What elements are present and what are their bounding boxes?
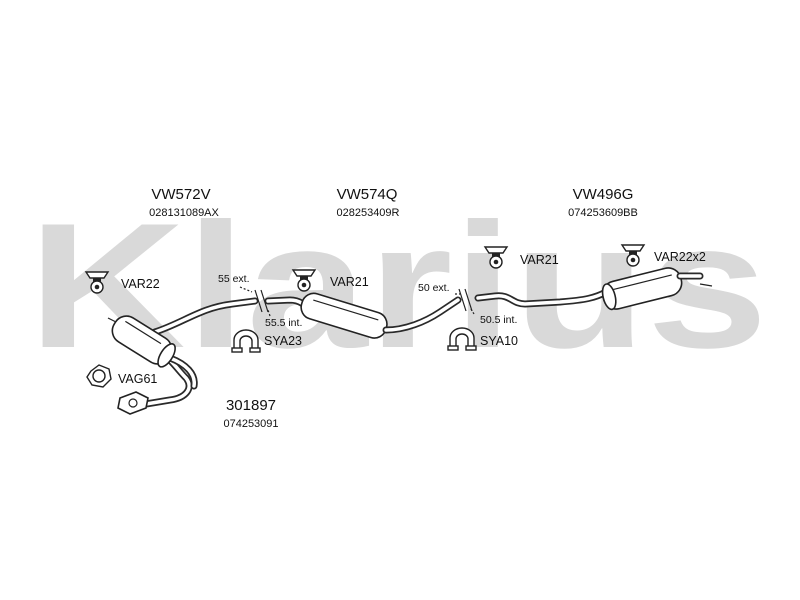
accessory-label-sya23: SYA23 — [264, 334, 302, 348]
accessory-label-sya10: SYA10 — [480, 334, 518, 348]
accessory-label-var22x2: VAR22x2 — [654, 250, 706, 264]
joint-2-marker — [455, 288, 475, 315]
part-code-vw496g: VW496G — [573, 186, 634, 203]
clamp-icon — [231, 329, 261, 353]
front-section-vw572v[interactable] — [107, 297, 259, 415]
dimension-50-5-int: 50.5 int. — [480, 314, 517, 326]
centre-section-vw574q[interactable] — [264, 290, 462, 341]
oem-number-028253409r: 028253409R — [336, 207, 399, 219]
rubber-hanger-icon — [483, 246, 509, 269]
accessory-label-var22: VAR22 — [121, 277, 160, 291]
clamp-icon — [447, 327, 477, 351]
accessory-label-var21-rear: VAR21 — [520, 253, 559, 267]
dimension-55-ext: 55 ext. — [218, 273, 250, 285]
flange-icon — [117, 391, 149, 415]
part-code-301897: 301897 — [226, 397, 276, 414]
part-code-vw572v: VW572V — [151, 186, 210, 203]
rear-section-vw496g[interactable] — [474, 265, 713, 312]
oem-number-028131089ax: 028131089AX — [149, 207, 219, 219]
rubber-hanger-icon — [291, 269, 317, 292]
accessory-label-var21-centre: VAR21 — [330, 275, 369, 289]
joint-1-marker — [239, 286, 271, 317]
dimension-55-5-int: 55.5 int. — [265, 317, 302, 329]
accessory-label-vag61: VAG61 — [118, 372, 157, 386]
rubber-hanger-icon — [84, 271, 110, 294]
oem-number-074253091: 074253091 — [223, 418, 278, 430]
gasket-ring-icon — [86, 364, 112, 388]
rubber-hanger-icon — [620, 244, 646, 267]
dimension-50-ext: 50 ext. — [418, 282, 450, 294]
oem-number-074253609bb: 074253609BB — [568, 207, 638, 219]
part-code-vw574q: VW574Q — [337, 186, 398, 203]
